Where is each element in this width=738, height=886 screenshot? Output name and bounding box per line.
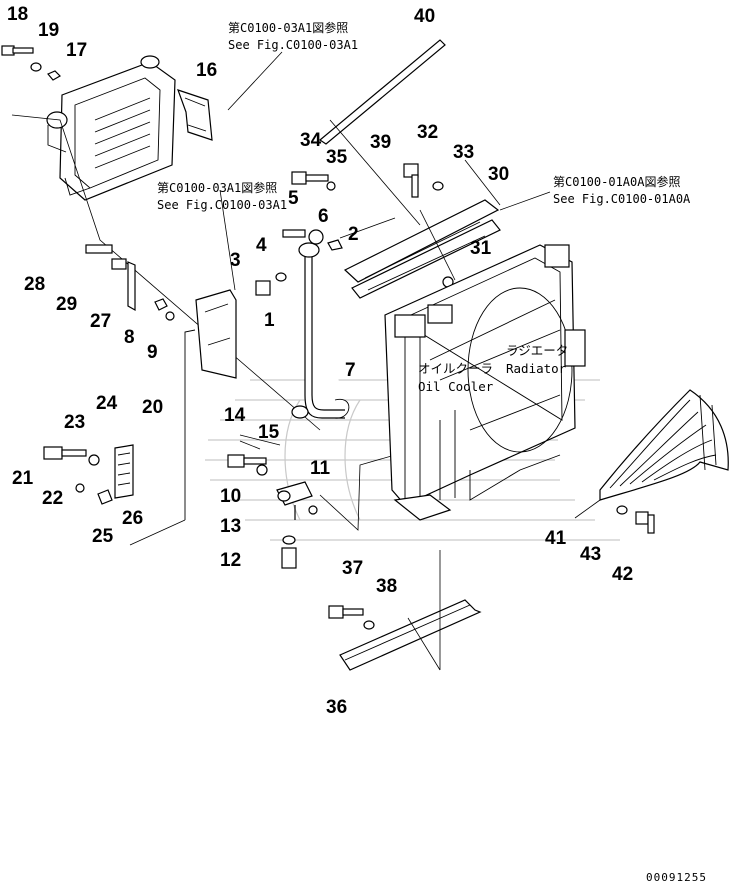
radiator-label-en: Radiator	[506, 361, 567, 376]
part-number: 43	[580, 544, 601, 565]
part-number: 42	[612, 564, 633, 585]
part-number: 29	[56, 294, 77, 315]
part-number: 11	[310, 458, 331, 479]
cover-30	[343, 199, 501, 299]
under-cover-36	[339, 550, 482, 671]
bolts-31-35	[291, 163, 454, 288]
part-number: 3	[230, 250, 241, 271]
part-number: 33	[453, 142, 474, 163]
bolts-2-6	[255, 217, 396, 296]
oil-cooler-label-jp: オイルクーラ	[418, 361, 493, 376]
part-number: 25	[92, 526, 114, 547]
part-number: 22	[42, 488, 63, 509]
part-number: 31	[470, 238, 492, 259]
part-number: 4	[256, 235, 267, 256]
part-number: 27	[90, 311, 111, 332]
part-number: 30	[488, 164, 509, 185]
component-labels: ラジエータ Radiator オイルクーラ Oil Cooler	[418, 343, 568, 394]
pipe-1	[291, 242, 350, 419]
fan-guard-41	[599, 389, 729, 501]
part-number: 38	[376, 576, 397, 597]
part-number: 23	[64, 412, 85, 433]
part-number: 41	[545, 528, 567, 549]
part-number: 1	[264, 310, 275, 331]
reference-jp: 第C0100-01A0A図参照	[553, 174, 680, 189]
part-number: 2	[348, 224, 359, 245]
reference-jp: 第C0100-03A1図参照	[228, 20, 348, 35]
part-number: 14	[224, 405, 246, 426]
part-number: 26	[122, 508, 143, 529]
part-number: 6	[318, 206, 329, 227]
part-number: 24	[96, 393, 118, 414]
part-number: 40	[414, 6, 435, 27]
rod-40	[318, 39, 446, 145]
part-number: 17	[66, 40, 87, 61]
part-number: 34	[300, 130, 322, 151]
fittings-10-15	[227, 454, 318, 569]
bracket-plate	[129, 289, 237, 546]
oil-cooler-small-20	[43, 444, 134, 505]
part-number: 10	[220, 486, 241, 507]
part-number: 18	[7, 4, 28, 25]
bolt-42-43	[616, 505, 655, 534]
oil-cooler-core	[46, 55, 176, 201]
bolts-37-38	[328, 605, 375, 630]
part-number: 16	[196, 60, 217, 81]
part-number: 19	[38, 20, 59, 41]
part-numbers: 18 19 17 16 40 34 39 32 33 30 35 5 6 2 4…	[7, 4, 633, 718]
oil-cooler-label-en: Oil Cooler	[418, 379, 494, 394]
part-number: 9	[147, 342, 158, 363]
part-number: 5	[288, 188, 299, 209]
reference-notes: 第C0100-03A1図参照 See Fig.C0100-03A1 第C0100…	[157, 20, 691, 212]
bracket-16	[177, 89, 213, 141]
part-number: 37	[342, 558, 363, 579]
bolts-17-19	[1, 45, 61, 81]
part-number: 8	[124, 327, 135, 348]
radiator-label-jp: ラジエータ	[506, 343, 568, 358]
radiator-frame	[384, 244, 586, 521]
reference-jp: 第C0100-03A1図参照	[157, 180, 277, 195]
part-number: 39	[370, 132, 391, 153]
part-number: 35	[326, 147, 348, 168]
reference-en: See Fig.C0100-03A1	[157, 198, 287, 212]
part-number: 20	[142, 397, 163, 418]
part-number: 13	[220, 516, 241, 537]
reference-en: See Fig.C0100-01A0A	[553, 192, 691, 206]
part-number: 12	[220, 550, 241, 571]
part-number: 15	[258, 422, 280, 443]
part-number: 7	[345, 360, 356, 381]
part-number: 21	[12, 468, 34, 489]
part-number: 32	[417, 122, 438, 143]
reference-en: See Fig.C0100-03A1	[228, 38, 358, 52]
part-number: 28	[24, 274, 45, 295]
drawing-code: 00091255	[646, 871, 707, 884]
bracket-27	[85, 244, 175, 321]
part-number: 36	[326, 697, 347, 718]
